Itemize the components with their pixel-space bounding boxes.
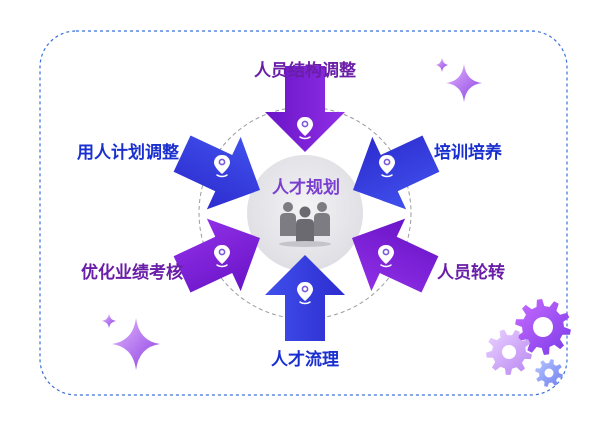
center-title: 人才规划 [272,177,340,198]
sparkle-icon [112,318,160,370]
gears-decoration [486,299,571,387]
label-lower-right: 人员轮转 [437,262,505,283]
gear-icon [535,359,563,387]
sparkle-icon [102,314,116,328]
sparkle-icon [446,64,482,102]
label-top: 人员结构调整 [254,60,356,81]
sparkle-icon [436,58,448,72]
label-bottom: 人才流理 [271,349,339,370]
gear-icon [486,329,532,375]
label-upper-left: 用人计划调整 [77,142,179,163]
dashed-frame [39,30,568,396]
label-lower-left: 优化业绩考核 [81,262,183,283]
label-upper-right: 培训培养 [434,142,503,163]
people-group-icon [279,202,331,247]
